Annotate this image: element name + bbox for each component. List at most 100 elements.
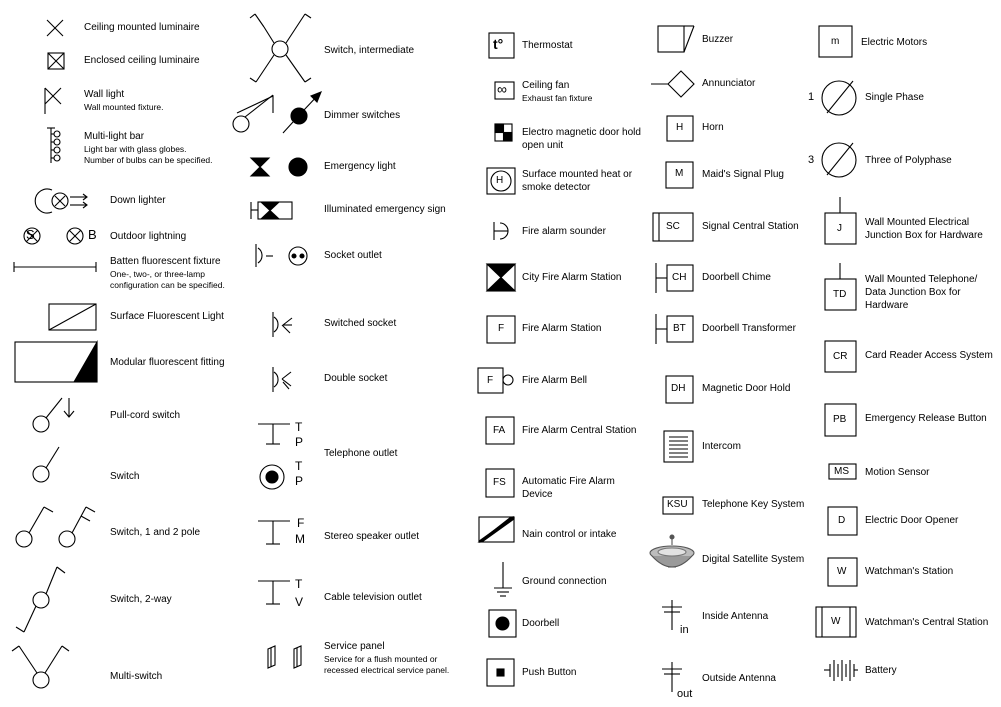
label-emergency-light: Emergency light bbox=[324, 161, 396, 172]
heat-detector-line2: smoke detector bbox=[522, 182, 591, 193]
label-single-phase: Single Phase bbox=[865, 92, 924, 103]
service-panel-title: Service panel bbox=[324, 641, 385, 652]
dimmer-switches-icon bbox=[232, 91, 322, 134]
outdoor-glyph-b: B bbox=[88, 227, 97, 242]
switch-2-way-icon bbox=[15, 566, 66, 633]
wall-light-sub: Wall mounted fixture. bbox=[84, 101, 164, 112]
ceiling-luminaire-icon bbox=[46, 19, 64, 37]
label-down-lighter: Down lighter bbox=[110, 195, 166, 206]
batten-fluorescent-icon bbox=[13, 262, 97, 272]
junction-glyph: J bbox=[837, 223, 842, 234]
label-maids-plug: Maid's Signal Plug bbox=[702, 169, 784, 180]
doorbell-chime-icon bbox=[655, 263, 694, 293]
label-wall-tel-data: Wall Mounted Telephone/ Data Junction Bo… bbox=[865, 273, 977, 312]
label-telephone-key: Telephone Key System bbox=[702, 499, 805, 510]
switch-intermediate-icon bbox=[249, 13, 312, 83]
batten-sub1: One-, two-, or three-lamp bbox=[110, 268, 205, 279]
switch-1-2-pole-icon bbox=[15, 506, 96, 548]
release-glyph: PB bbox=[833, 414, 847, 425]
wall-tel-data-box-icon bbox=[824, 263, 857, 311]
ceiling-fan-glyph: ∞ bbox=[497, 81, 507, 97]
outdoor-glyph-s: S bbox=[26, 227, 35, 242]
auto-fire-line1: Automatic Fire Alarm bbox=[522, 476, 615, 487]
label-fire-alarm-sounder: Fire alarm sounder bbox=[522, 226, 606, 237]
modular-fluorescent-icon bbox=[14, 339, 98, 383]
single-phase-glyph: 1 bbox=[808, 91, 815, 103]
enclosed-ceiling-luminaire-icon bbox=[47, 52, 65, 70]
label-doorbell-transformer: Doorbell Transformer bbox=[702, 323, 796, 334]
fire-alarm-central-icon bbox=[485, 416, 515, 445]
em-door-hold-icon bbox=[494, 123, 513, 142]
auto-fire-line2: Device bbox=[522, 489, 553, 500]
horn-glyph: H bbox=[676, 122, 684, 133]
ground-connection-icon bbox=[494, 562, 512, 597]
maids-glyph: M bbox=[675, 168, 684, 179]
stereo-speaker-outlet-icon bbox=[258, 520, 290, 545]
label-wall-light: Wall light Wall mounted fixture. bbox=[84, 89, 164, 113]
em-door-hold-line1: Electro magnetic door hold bbox=[522, 127, 641, 138]
service-panel-icon bbox=[267, 645, 302, 669]
label-three-polyphase: Three of Polyphase bbox=[865, 155, 952, 166]
label-fire-alarm-bell: Fire Alarm Bell bbox=[522, 375, 588, 386]
multi-light-sub2: Number of bulbs can be specified. bbox=[84, 154, 213, 165]
card-reader-glyph: CR bbox=[833, 351, 848, 362]
wall-tel-line2: Data Junction Box for bbox=[865, 287, 961, 298]
motor-glyph: m bbox=[831, 36, 840, 47]
switched-socket-icon bbox=[272, 312, 293, 337]
label-wall-junction: Wall Mounted Electrical Junction Box for… bbox=[865, 216, 983, 242]
ceiling-fan-icon bbox=[494, 81, 515, 100]
wall-tel-line3: Hardware bbox=[865, 300, 909, 311]
signal-central-glyph: SC bbox=[666, 221, 680, 232]
label-pull-cord-switch: Pull-cord switch bbox=[110, 410, 181, 421]
watchmans-station-icon bbox=[827, 557, 858, 587]
label-multi-switch: Multi-switch bbox=[110, 671, 163, 682]
label-main-control: Nain control or intake bbox=[522, 529, 617, 540]
electric-door-opener-icon bbox=[827, 506, 858, 536]
doorbell-icon bbox=[488, 609, 517, 638]
label-inside-antenna: Inside Antenna bbox=[702, 611, 769, 622]
wall-junction-box-icon bbox=[824, 197, 857, 245]
inside-antenna-icon bbox=[662, 600, 682, 630]
single-phase-icon bbox=[821, 80, 857, 116]
label-emergency-release: Emergency Release Button bbox=[865, 413, 987, 424]
horn-icon bbox=[666, 115, 694, 142]
label-switch: Switch bbox=[110, 471, 140, 482]
wall-light-title: Wall light bbox=[84, 89, 125, 100]
telephone-key-icon bbox=[662, 496, 694, 515]
emergency-light-icon bbox=[249, 157, 308, 177]
label-buzzer: Buzzer bbox=[702, 34, 734, 45]
label-magnetic-door-hold: Magnetic Door Hold bbox=[702, 383, 791, 394]
illuminated-emergency-sign-icon bbox=[250, 201, 293, 220]
inside-antenna-glyph: in bbox=[680, 624, 689, 636]
service-panel-sub1: Service for a flush mounted or bbox=[324, 653, 438, 664]
label-doorbell-chime: Doorbell Chime bbox=[702, 272, 771, 283]
double-socket-icon bbox=[272, 367, 292, 392]
telephone-glyph-t2: T bbox=[295, 459, 303, 473]
cable-glyph-t: T bbox=[295, 577, 303, 591]
fire-station-glyph: F bbox=[498, 323, 505, 334]
telephone-glyph-p2: P bbox=[295, 474, 304, 488]
label-socket-outlet: Socket outlet bbox=[324, 250, 382, 261]
label-push-button: Push Button bbox=[522, 667, 577, 678]
wall-light-icon bbox=[44, 87, 62, 114]
label-fire-alarm-central: Fire Alarm Central Station bbox=[522, 425, 637, 436]
card-reader-icon bbox=[824, 340, 857, 373]
label-surface-fluorescent: Surface Fluorescent Light bbox=[110, 311, 224, 322]
heat-detector-line1: Surface mounted heat or bbox=[522, 169, 633, 180]
signal-central-icon bbox=[652, 212, 694, 242]
service-panel-sub2: recessed electrical service panel. bbox=[324, 664, 450, 675]
tel-data-glyph: TD bbox=[833, 289, 847, 300]
label-double-socket: Double socket bbox=[324, 373, 388, 384]
label-switched-socket: Switched socket bbox=[324, 318, 397, 329]
label-outside-antenna: Outside Antenna bbox=[702, 673, 776, 684]
label-outdoor-lighting: Outdoor lightning bbox=[110, 231, 187, 242]
label-watchmans-station: Watchman's Station bbox=[865, 566, 954, 577]
stereo-glyph-m: M bbox=[295, 532, 305, 546]
key-system-glyph: KSU bbox=[667, 499, 688, 510]
battery-icon bbox=[824, 660, 858, 681]
surface-fluorescent-icon bbox=[48, 303, 97, 331]
label-horn: Horn bbox=[702, 122, 724, 133]
main-control-icon bbox=[477, 515, 515, 544]
